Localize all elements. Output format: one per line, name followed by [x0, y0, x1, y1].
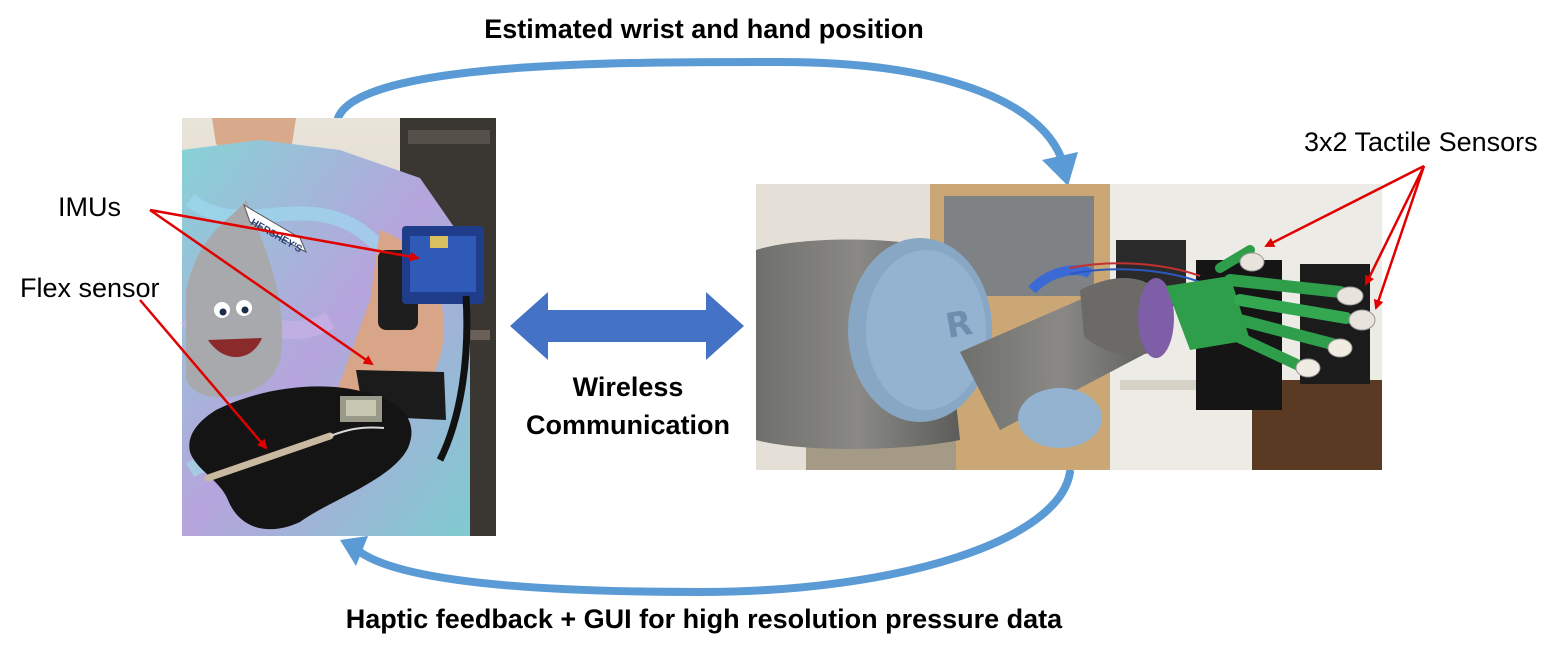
imu-pointer-arrows: [149, 208, 420, 366]
tactile-pointer-arrows: [1264, 164, 1426, 310]
top-loop-label: Estimated wrist and hand position: [484, 14, 924, 44]
bottom-loop-label: Haptic feedback + GUI for high resolutio…: [345, 604, 1063, 634]
tracking-loop-arrow: [334, 57, 1078, 186]
wireless-communication-label: Wireless Communication: [498, 368, 758, 444]
feedback-loop-arrow: [340, 468, 1074, 597]
tactile-sensors-label: 3x2 Tactile Sensors: [1304, 127, 1538, 157]
double-arrow-icon: [510, 292, 744, 360]
wireless-label-line1: Wireless: [572, 372, 684, 402]
flex-sensor-label: Flex sensor: [20, 273, 160, 303]
robot-photo: R: [756, 184, 1382, 470]
imus-label: IMUs: [58, 192, 121, 222]
wireless-label-line2: Communication: [525, 410, 730, 440]
glove-photo: HERSHEY'S: [180, 118, 496, 536]
flex-sensor-pointer-arrow: [139, 299, 268, 450]
